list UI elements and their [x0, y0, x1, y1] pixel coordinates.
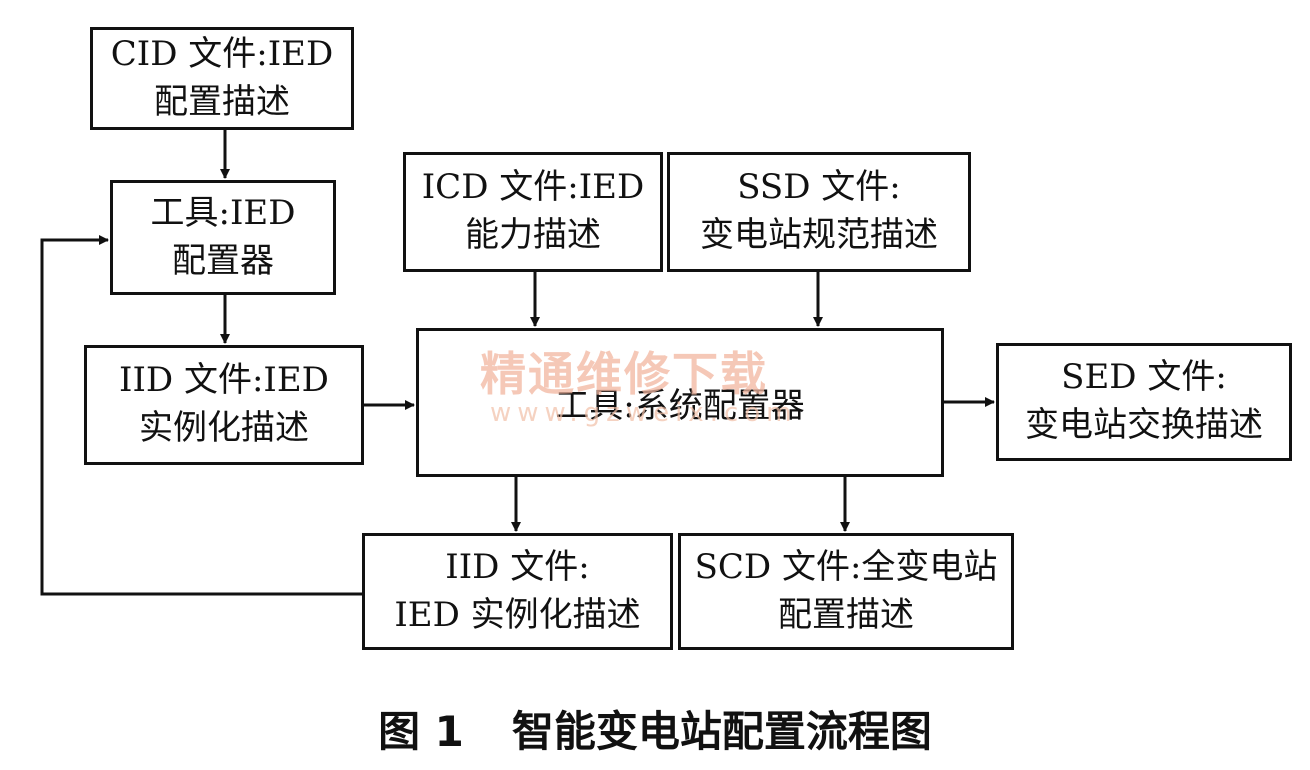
ssd-file-label-line1: SSD 文件:: [737, 167, 901, 208]
scd-file-label-line2: 配置描述: [778, 594, 914, 635]
icd-file-label-line1: ICD 文件:IED: [421, 167, 645, 208]
sed-file-box: SED 文件: 变电站交换描述: [996, 343, 1292, 461]
figure-caption-title: 智能变电站配置流程图: [511, 707, 932, 756]
cid-file-box: CID 文件:IED 配置描述: [90, 27, 354, 130]
iid-file-left-label-line2: 实例化描述: [139, 408, 309, 448]
sed-file-label-line2: 变电站交换描述: [1025, 405, 1263, 445]
scd-file-box: SCD 文件:全变电站 配置描述: [678, 533, 1014, 650]
icd-file-label-line2: 能力描述: [465, 215, 601, 255]
scd-file-label-line1: SCD 文件:全变电站: [694, 546, 998, 587]
figure-caption-label: 图 1: [378, 707, 464, 756]
icd-file-box: ICD 文件:IED 能力描述: [403, 152, 663, 272]
iid-file-bottom-label-line2: IED 实例化描述: [394, 594, 641, 635]
cid-file-label-line1: CID 文件:IED: [110, 33, 334, 74]
iid-file-left-label-line1: IID 文件:IED: [119, 360, 329, 401]
figure-caption: 图 1 智能变电站配置流程图: [0, 698, 1310, 759]
ied-configurator-label-line2: 配置器: [172, 240, 274, 281]
iid-file-bottom-label-line1: IID 文件:: [445, 546, 590, 587]
iid-file-bottom-box: IID 文件: IED 实例化描述: [362, 533, 673, 650]
ied-configurator-label-line1: 工具:IED: [150, 192, 296, 233]
iid-file-left-box: IID 文件:IED 实例化描述: [84, 345, 364, 465]
sed-file-label-line1: SED 文件:: [1061, 357, 1227, 398]
ied-configurator-box: 工具:IED 配置器: [110, 180, 336, 295]
ssd-file-label-line2: 变电站规范描述: [700, 215, 938, 255]
system-configurator-box: 工具:系统配置器: [416, 328, 944, 477]
system-configurator-label: 工具:系统配置器: [555, 385, 805, 426]
arrow-iid-bottom-loop-to-ied-tool: [40, 235, 362, 596]
cid-file-label-line2: 配置描述: [154, 81, 290, 122]
watermark-text: 精通维修下载: [480, 347, 768, 401]
ssd-file-box: SSD 文件: 变电站规范描述: [667, 152, 971, 272]
watermark-url: www.gzweix.com: [490, 398, 798, 428]
